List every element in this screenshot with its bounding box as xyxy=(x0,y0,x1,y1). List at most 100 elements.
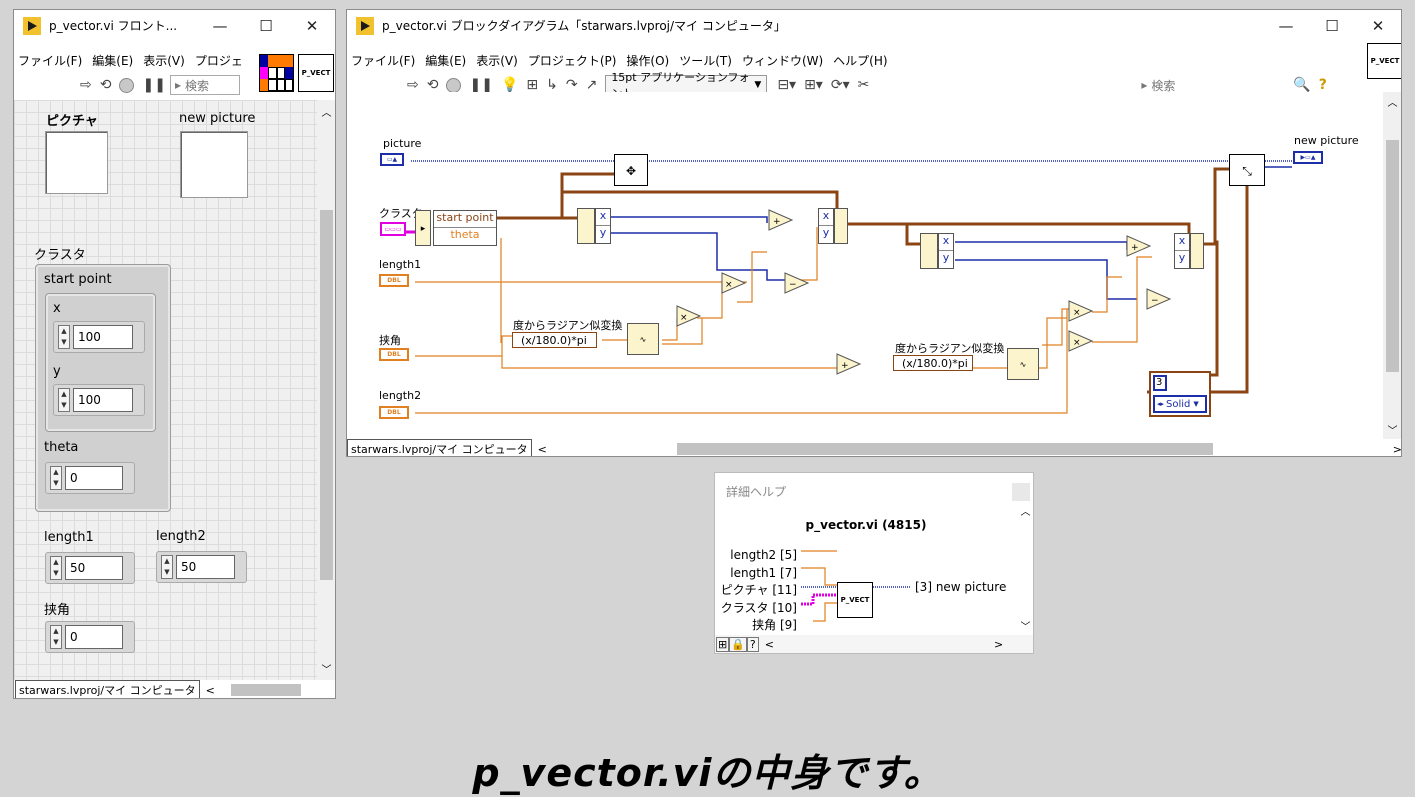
run-continuous-icon[interactable]: ⟲ xyxy=(426,77,439,93)
context-help-close[interactable] xyxy=(1012,483,1030,501)
menu-tools[interactable]: ツール(T) xyxy=(679,53,732,68)
x-spinner[interactable]: ▲▼ xyxy=(58,325,70,349)
vscroll-thumb[interactable] xyxy=(1386,140,1399,372)
maximize-icon[interactable]: ☐ xyxy=(259,16,273,35)
length2-value[interactable]: 50 xyxy=(176,555,235,579)
project-tab[interactable]: starwars.lvproj/マイ コンピュータ xyxy=(15,680,200,698)
angle-terminal[interactable]: DBL xyxy=(379,348,409,361)
menu-project[interactable]: プロジェクト(P) xyxy=(527,53,617,68)
block-diagram-titlebar[interactable]: p_vector.vi ブロックダイアグラム「starwars.lvproj/マ… xyxy=(347,10,1401,41)
bundle-xy-node-1[interactable] xyxy=(834,208,848,244)
length1-terminal[interactable]: DBL xyxy=(379,274,409,287)
theta-value[interactable]: 0 xyxy=(65,466,123,490)
menu-view[interactable]: 表示(V) xyxy=(476,53,518,68)
abort-icon[interactable] xyxy=(446,77,462,93)
close-icon[interactable]: ✕ xyxy=(1371,16,1385,35)
y-value[interactable]: 100 xyxy=(73,388,133,412)
unbundle-xy-node-1[interactable] xyxy=(577,208,595,244)
search-icon[interactable]: 🔍 xyxy=(1293,77,1311,93)
add-node-1[interactable] xyxy=(768,209,794,231)
pause-icon[interactable]: ❚❚ xyxy=(469,77,493,93)
distribute-objects-icon[interactable]: ⊞▾ xyxy=(804,77,823,93)
subtract-node-2[interactable] xyxy=(1146,288,1172,310)
add-node-angle[interactable] xyxy=(836,353,862,375)
help-icon[interactable]: ? xyxy=(1318,77,1327,93)
show-optional-terminals-icon[interactable]: ⊞ xyxy=(716,637,730,652)
run-continuous-icon[interactable]: ⟲ xyxy=(99,77,112,93)
length2-terminal[interactable]: DBL xyxy=(379,406,409,419)
scroll-left-icon[interactable]: < xyxy=(537,442,547,456)
step-into-icon[interactable]: ↳ xyxy=(546,77,558,93)
block-diagram-search[interactable]: ▸検索 xyxy=(1137,75,1290,95)
draw-line-subvi-icon[interactable]: ⤡ xyxy=(1229,154,1265,186)
bundle-xy-node-2[interactable] xyxy=(1190,233,1204,269)
sine-cosine-node-1[interactable]: ∿ xyxy=(627,323,659,355)
hscroll-thumb[interactable] xyxy=(676,443,1213,455)
minimize-icon[interactable]: — xyxy=(1278,16,1294,35)
vi-icon[interactable]: P_VECT xyxy=(1367,43,1401,79)
cluster-terminal[interactable]: ▭▭▭ xyxy=(380,222,406,236)
block-diagram-vscroll[interactable]: ︿ ﹀ xyxy=(1383,92,1401,439)
theta-spinner[interactable]: ▲▼ xyxy=(50,466,62,490)
context-help-vscroll[interactable]: ︿﹀ xyxy=(1017,503,1033,635)
menu-project[interactable]: プロジェ xyxy=(194,53,243,68)
front-panel-search[interactable]: ▸検索 xyxy=(169,75,240,95)
vscroll-thumb[interactable] xyxy=(320,210,333,580)
multiply-node-3[interactable] xyxy=(1068,300,1094,322)
length2-spinner[interactable]: ▲▼ xyxy=(161,555,173,579)
picture-terminal[interactable]: ▭▲ xyxy=(380,153,404,166)
menu-edit[interactable]: 編集(E) xyxy=(425,53,467,68)
highlight-execution-icon[interactable]: 💡 xyxy=(500,77,519,93)
hscroll-thumb[interactable] xyxy=(230,684,301,696)
unbundle-xy-node-2[interactable] xyxy=(920,233,938,269)
menu-help[interactable]: ヘルプ(H) xyxy=(833,53,888,68)
add-node-2[interactable] xyxy=(1126,235,1152,257)
menu-file[interactable]: ファイル(F) xyxy=(351,53,416,68)
x-value[interactable]: 100 xyxy=(73,325,133,349)
angle-spinner[interactable]: ▲▼ xyxy=(50,625,62,649)
vi-icon[interactable]: P_VECT xyxy=(298,54,334,92)
subtract-node-1[interactable] xyxy=(784,272,810,294)
run-arrow-icon[interactable]: ⇨ xyxy=(407,77,419,93)
angle-value[interactable]: 0 xyxy=(65,625,123,649)
unbundle-by-name-node[interactable]: ▸ xyxy=(415,210,431,246)
scroll-right-icon[interactable]: > xyxy=(1392,442,1402,456)
front-panel-titlebar[interactable]: p_vector.vi フロント... — ☐ ✕ xyxy=(14,10,335,41)
picture-control[interactable] xyxy=(45,131,108,194)
minimize-icon[interactable]: — xyxy=(212,16,228,35)
align-objects-icon[interactable]: ⊟▾ xyxy=(777,77,797,93)
detailed-help-icon[interactable]: ? xyxy=(746,637,759,652)
cleanup-diagram-icon[interactable]: ✂ xyxy=(857,77,870,93)
lock-icon[interactable]: 🔒 xyxy=(729,637,747,652)
scroll-left-icon[interactable]: < xyxy=(764,638,774,651)
retain-wire-values-icon[interactable]: ⊞ xyxy=(526,77,539,93)
scroll-right-icon[interactable]: > xyxy=(993,638,1004,651)
maximize-icon[interactable]: ☐ xyxy=(1325,16,1339,35)
multiply-node-4[interactable] xyxy=(1068,330,1094,352)
menu-window[interactable]: ウィンドウ(W) xyxy=(741,53,824,68)
font-select[interactable]: 15pt アプリケーションフォント▼ xyxy=(605,71,768,100)
y-spinner[interactable]: ▲▼ xyxy=(58,388,70,412)
reorder-icon[interactable]: ⟳▾ xyxy=(830,77,850,93)
pen-constant-cluster[interactable]: 3 ◂▸Solid▼ xyxy=(1149,371,1211,417)
pause-icon[interactable]: ❚❚ xyxy=(142,77,166,93)
pen-width-constant[interactable]: 3 xyxy=(1153,375,1167,391)
menu-operate[interactable]: 操作(O) xyxy=(626,53,670,68)
menu-edit[interactable]: 編集(E) xyxy=(92,53,134,68)
front-panel-vscroll[interactable]: ︿ ﹀ xyxy=(317,100,335,680)
close-icon[interactable]: ✕ xyxy=(305,16,319,35)
step-out-icon[interactable]: ↗ xyxy=(585,77,598,93)
line-style-constant[interactable]: ◂▸Solid▼ xyxy=(1153,395,1207,413)
length1-value[interactable]: 50 xyxy=(65,556,123,580)
move-pen-subvi-icon[interactable]: ✥ xyxy=(614,154,648,186)
length1-spinner[interactable]: ▲▼ xyxy=(50,556,62,580)
sine-cosine-node-2[interactable]: ∿ xyxy=(1007,348,1039,380)
formula-node-1[interactable]: (x/180.0)*pi xyxy=(512,332,597,348)
connector-pane-icon[interactable] xyxy=(259,54,294,92)
multiply-node-2[interactable] xyxy=(676,305,702,327)
menu-file[interactable]: ファイル(F) xyxy=(18,53,83,68)
abort-icon[interactable] xyxy=(119,77,135,93)
multiply-node-1[interactable] xyxy=(721,272,747,294)
menu-view[interactable]: 表示(V) xyxy=(143,53,185,68)
numeric-wires[interactable] xyxy=(415,227,1152,414)
